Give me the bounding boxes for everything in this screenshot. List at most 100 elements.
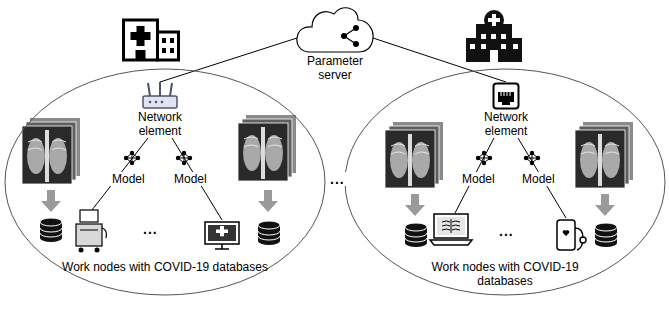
database-icon — [40, 218, 617, 247]
hospital-icon — [466, 10, 522, 62]
share-icon — [341, 33, 347, 39]
region-outline — [5, 69, 325, 295]
network-element: Network element — [130, 82, 190, 138]
ultrasound-device — [80, 210, 98, 222]
hospital-icon — [501, 34, 506, 39]
hospital-icon — [513, 44, 518, 49]
xray-image — [22, 118, 80, 184]
region-outline — [345, 69, 665, 295]
share-icon — [353, 41, 359, 47]
ellipsis-mark: ... — [328, 172, 347, 186]
hospital-icon — [158, 32, 179, 60]
ultrasound-device — [95, 248, 100, 253]
laptop-device — [442, 219, 460, 233]
node-label: Network element — [476, 110, 536, 138]
model-link-line — [92, 138, 148, 210]
hospital-icon — [488, 14, 500, 26]
network-element: Network element — [476, 82, 536, 138]
cloud-outline — [297, 8, 373, 52]
model-label: Model — [110, 172, 147, 186]
hospital-icon — [170, 48, 174, 53]
hospital-icon — [481, 34, 486, 39]
hospital-region: Work nodes with COVID-19 databases Networ… — [4, 68, 326, 296]
model-label: Model — [460, 172, 497, 186]
down-arrow — [258, 190, 278, 212]
model-link-line — [518, 138, 566, 218]
model-link-line — [172, 138, 222, 220]
share-icon — [353, 25, 359, 31]
database-icon — [405, 223, 427, 247]
region-caption: Work nodes with COVID-19 databases — [420, 260, 590, 288]
model-link-line — [92, 138, 566, 220]
hospital-icon — [490, 50, 498, 62]
down-arrow — [595, 194, 615, 216]
ellipsis-mark: ... — [497, 224, 516, 238]
down-arrow — [405, 194, 425, 216]
hospital-icon — [124, 20, 158, 60]
hospital-icon — [162, 48, 166, 53]
monitor-device — [215, 248, 229, 250]
model-icon — [176, 151, 192, 165]
router-icon — [143, 96, 177, 108]
laptop-device — [434, 214, 468, 238]
text-slot: Work nodes with COVID-19 databases — [4, 260, 326, 274]
laptop-device — [430, 240, 472, 245]
xray-image — [22, 115, 633, 188]
database-icon — [258, 221, 280, 245]
hospital-icon — [131, 26, 151, 46]
phone-device — [557, 220, 575, 250]
label-slot: Model — [460, 172, 497, 186]
hospital-icon — [124, 20, 179, 60]
hospital-icon — [170, 38, 174, 43]
hospital-icon — [484, 10, 504, 30]
node-label: Parameter server — [296, 54, 374, 82]
router-icon — [149, 101, 152, 104]
model-icon — [476, 151, 492, 165]
hospital-icon — [162, 38, 166, 43]
label-slot: ... — [141, 222, 160, 236]
database-icon — [40, 218, 62, 242]
router-icon — [140, 82, 180, 110]
hospital-region: Work nodes with COVID-19 databases Networ… — [344, 68, 666, 296]
router-icon — [148, 82, 172, 96]
label-slot: ... — [328, 172, 347, 186]
cloud-shape — [296, 2, 374, 54]
hospital-icon — [501, 44, 506, 49]
ultrasound-device — [76, 210, 107, 253]
ethernet-icon — [498, 92, 514, 105]
model-icon — [124, 151, 540, 165]
label-slot: ... — [497, 224, 516, 238]
monitor-device — [205, 222, 239, 249]
ethernet-icon — [494, 84, 519, 109]
ultrasound-device — [79, 248, 84, 253]
ultrasound-device — [76, 224, 102, 246]
phone-device — [557, 220, 586, 250]
router-icon — [161, 101, 164, 104]
label-slot: Model — [520, 172, 557, 186]
model-icon — [124, 151, 140, 165]
monitor-device — [205, 222, 239, 244]
model-label: Model — [520, 172, 557, 186]
router-icon — [155, 101, 158, 104]
down-arrow — [41, 190, 61, 212]
xray-image — [575, 122, 633, 188]
ethernet-icon — [492, 82, 520, 110]
ellipsis-mark: ... — [141, 222, 160, 236]
xray-image — [385, 122, 443, 188]
monitor-device — [208, 225, 236, 241]
xray-image — [238, 115, 296, 181]
laptop-device — [430, 214, 472, 245]
ultrasound-device — [80, 230, 98, 231]
laptop-device — [437, 217, 465, 235]
model-icon — [524, 151, 540, 165]
label-slot: Model — [110, 172, 147, 186]
ethernet-icon — [501, 92, 510, 96]
server-cloud: Parameter server — [296, 2, 374, 82]
down-arrow — [41, 190, 615, 216]
model-label: Model — [172, 172, 209, 186]
hospital-icon — [481, 44, 486, 49]
network-link — [160, 38, 297, 82]
monitor-device — [216, 226, 228, 236]
node-label: Network element — [130, 110, 190, 138]
hospital-icon — [470, 44, 475, 49]
